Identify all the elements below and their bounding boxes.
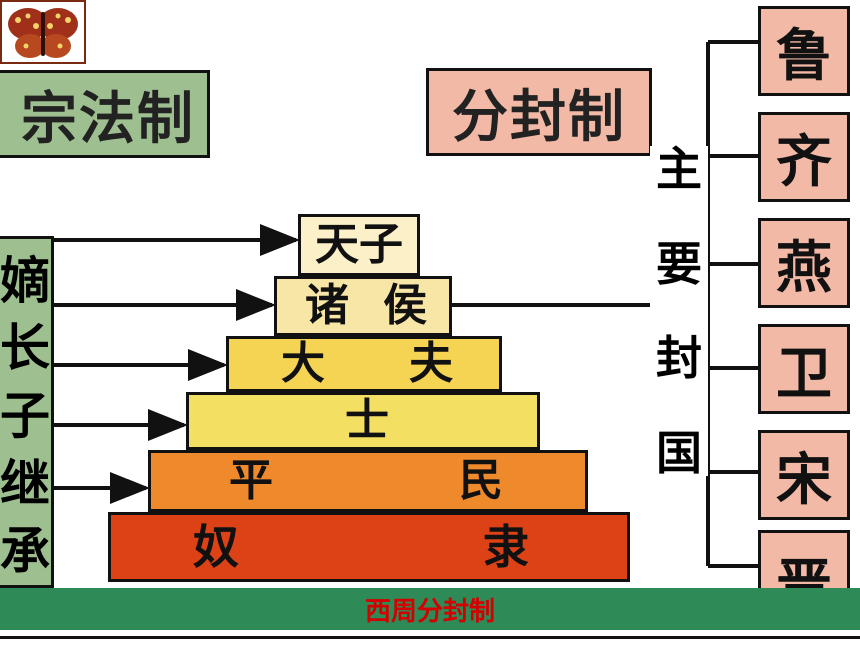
tier-label: 士 xyxy=(345,395,389,446)
zongfa-title: 宗法制 xyxy=(21,85,195,152)
state-lu: 鲁 xyxy=(758,6,850,96)
succession-char: 继 xyxy=(0,453,50,513)
main-states-label: 主 要 封 国 xyxy=(650,146,708,476)
tier-label-right: 夫 xyxy=(409,338,453,389)
main-states-char: 封 xyxy=(656,331,702,386)
state-song: 宋 xyxy=(758,430,850,520)
main-states-char: 国 xyxy=(656,425,702,480)
caption-text: 西周分封制 xyxy=(364,596,495,627)
state-wei: 卫 xyxy=(758,324,850,414)
state-qi: 齐 xyxy=(758,112,850,202)
butterfly-logo xyxy=(0,0,86,64)
main-states-char: 要 xyxy=(656,236,702,291)
tier-tianzi: 天子 xyxy=(298,214,420,276)
tier-shi: 士 xyxy=(186,392,540,450)
succession-box: 嫡 长 子 继 承 xyxy=(0,236,54,588)
tier-label-left: 诸 xyxy=(305,280,349,331)
fenfeng-title-box: 分封制 xyxy=(426,68,652,156)
caption-bar: 西周分封制 xyxy=(0,588,860,630)
bottom-divider xyxy=(0,630,860,645)
succession-char: 嫡 xyxy=(0,250,50,310)
main-states-char: 主 xyxy=(656,142,702,196)
zongfa-title-box: 宗法制 xyxy=(0,70,210,158)
tier-label: 天子 xyxy=(315,219,403,270)
tier-pingmin: 平 民 xyxy=(148,450,588,512)
tier-label-right: 隶 xyxy=(483,520,529,574)
tier-label-right: 民 xyxy=(459,455,503,506)
tier-label-left: 奴 xyxy=(193,520,239,574)
tier-zhuhou: 诸 侯 xyxy=(274,276,452,336)
butterfly-icon xyxy=(8,8,78,58)
succession-char: 长 xyxy=(0,318,50,378)
fenfeng-title: 分封制 xyxy=(452,83,626,150)
tier-label-left: 大 xyxy=(281,338,325,389)
tier-label-left: 平 xyxy=(229,455,273,506)
tier-nuli: 奴 隶 xyxy=(108,512,630,582)
state-yan: 燕 xyxy=(758,218,850,308)
tier-label-right: 侯 xyxy=(383,280,427,331)
succession-char: 承 xyxy=(0,521,50,581)
tier-dafu: 大 夫 xyxy=(226,336,502,392)
succession-char: 子 xyxy=(0,385,50,445)
